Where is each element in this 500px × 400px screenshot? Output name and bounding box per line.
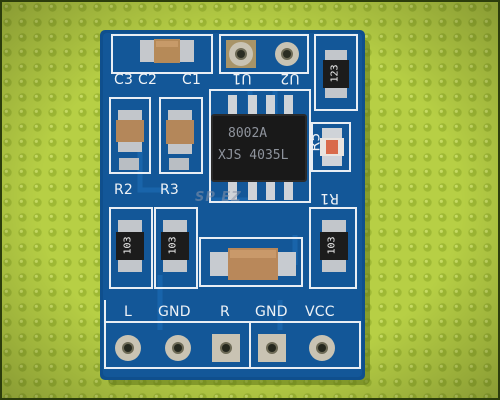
- watermark-text: SP EZ: [195, 190, 242, 205]
- chip-marking-line1: 8002A: [228, 126, 268, 141]
- label-r3: R3: [160, 182, 180, 198]
- label-pin-gnd-2: GND: [255, 304, 288, 320]
- label-c1: C1: [182, 72, 202, 88]
- label-pin-vcc: VCC: [305, 304, 335, 320]
- label-r2: R2: [114, 182, 134, 198]
- label-c3: C3: [114, 72, 134, 88]
- label-r1: R1: [320, 190, 340, 206]
- resistor-code-r3: 103: [167, 236, 179, 255]
- label-pin-l: L: [124, 304, 132, 320]
- resistor-code-r2: 103: [122, 236, 134, 255]
- label-pin-r: R: [220, 304, 230, 320]
- resistor-code-r1: 103: [326, 236, 338, 255]
- pcb-board: C3 C2 C1 U1 U2 R2 R3 R5 R1 L GND R GND V…: [100, 30, 365, 380]
- label-u2: U2: [280, 70, 300, 86]
- ic-8002a: [211, 95, 307, 200]
- resistor-code-top-right: 123: [329, 64, 341, 83]
- label-pin-gnd-1: GND: [158, 304, 191, 320]
- label-u1: U1: [232, 70, 252, 86]
- chip-marking-line2: XJS 4035L: [218, 148, 289, 163]
- pcb-artwork: [100, 30, 365, 380]
- capacitor-c: [140, 39, 194, 63]
- label-r5: R5: [307, 132, 324, 152]
- label-c2: C2: [138, 72, 158, 88]
